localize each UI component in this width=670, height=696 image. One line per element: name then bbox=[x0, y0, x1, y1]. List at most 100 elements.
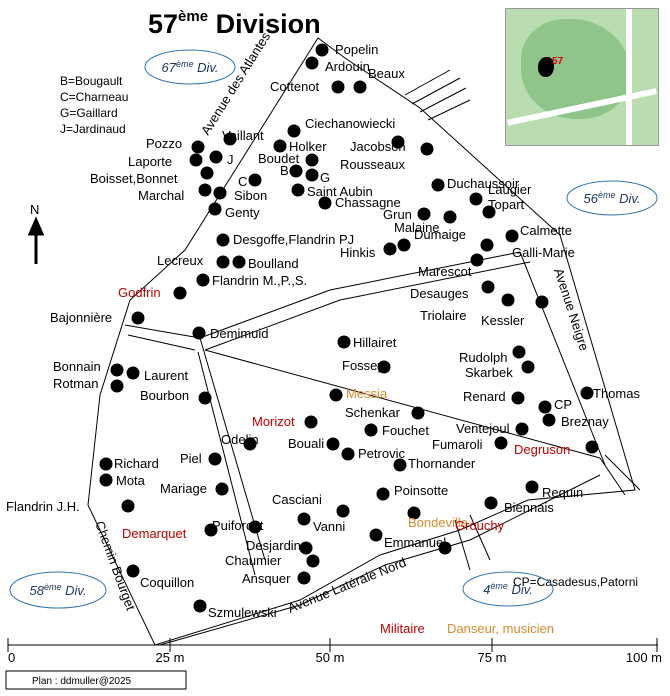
grave-label: Fumaroli bbox=[432, 437, 483, 452]
grave-label: Schenkar bbox=[345, 405, 401, 420]
grave-dot bbox=[273, 139, 287, 153]
grave-dot bbox=[417, 207, 431, 221]
grave-label: Richard bbox=[114, 456, 159, 471]
grave-dot bbox=[538, 400, 552, 414]
grave-dot bbox=[248, 173, 262, 187]
grave-label: Demarquet bbox=[122, 526, 187, 541]
grave-label: Dumaige bbox=[414, 227, 466, 242]
grave-label: Laurent bbox=[144, 368, 188, 383]
grave-label: Casciani bbox=[272, 492, 322, 507]
grave-dot bbox=[192, 326, 206, 340]
grave-dot bbox=[204, 523, 218, 537]
grave-label: Petrovic bbox=[358, 446, 405, 461]
grave-dot bbox=[243, 437, 257, 451]
grave-label: Duchaussoir bbox=[447, 176, 520, 191]
neighbor-division-ellipse bbox=[462, 571, 554, 607]
division-location-marker bbox=[538, 57, 554, 77]
grave-label: Bouali bbox=[288, 436, 324, 451]
grave-dot bbox=[191, 140, 205, 154]
grave-dot bbox=[196, 273, 210, 287]
grave-label: Saint Aubin bbox=[307, 184, 373, 199]
grave-label: Bondeville bbox=[408, 515, 468, 530]
grave-dot bbox=[289, 164, 303, 178]
grave-dot bbox=[299, 541, 313, 555]
road-label: Avenue Neigre bbox=[551, 266, 592, 352]
grave-dot bbox=[291, 183, 305, 197]
grave-label: Vanni bbox=[313, 519, 345, 534]
grave-label: Boulland bbox=[248, 256, 299, 271]
grave-dot bbox=[131, 311, 145, 325]
grave-label: Biennais bbox=[504, 500, 554, 515]
grave-dot bbox=[521, 360, 535, 374]
grave-dot bbox=[306, 554, 320, 568]
neighbor-division-ellipse bbox=[9, 571, 107, 609]
grave-label: Boudet bbox=[258, 151, 300, 166]
north-label: N bbox=[30, 202, 39, 217]
neighbor-division-label: 56ème Div. bbox=[583, 190, 640, 206]
grave-label: Hinkis bbox=[340, 245, 376, 260]
road-label: Avenue des Atlantes bbox=[198, 29, 274, 138]
grave-dot bbox=[482, 205, 496, 219]
grave-label: Laugier bbox=[488, 182, 532, 197]
grave-label: Mota bbox=[116, 473, 146, 488]
grave-label: Lecreux bbox=[157, 253, 204, 268]
grave-label: Cottenot bbox=[270, 79, 320, 94]
grave-dot bbox=[469, 192, 483, 206]
grave-dot bbox=[193, 599, 207, 613]
neighbor-division-ellipse bbox=[144, 49, 236, 85]
grave-dot bbox=[542, 413, 556, 427]
grave-dot bbox=[304, 415, 318, 429]
credit-box bbox=[5, 670, 187, 690]
grave-dot bbox=[397, 238, 411, 252]
grave-dot bbox=[99, 457, 113, 471]
grave-dot bbox=[248, 520, 262, 534]
grave-label: Galli-Marie bbox=[512, 245, 575, 260]
grave-label: Calmette bbox=[520, 223, 572, 238]
grave-label: Poinsotte bbox=[394, 483, 448, 498]
grave-dot bbox=[341, 447, 355, 461]
grave-label: J bbox=[227, 152, 234, 167]
grave-dot bbox=[305, 56, 319, 70]
grave-dot bbox=[110, 379, 124, 393]
grave-label: Degruson bbox=[514, 442, 570, 457]
page-title: 57ème Division bbox=[148, 8, 321, 39]
inset-division-number: 57 bbox=[552, 56, 564, 67]
grave-label: Marescot bbox=[418, 264, 472, 279]
grave-dot bbox=[215, 482, 229, 496]
grave-dot bbox=[173, 286, 187, 300]
grave-label: Pozzo bbox=[146, 136, 182, 151]
grave-label: Desgoffe,Flandrin PJ bbox=[233, 232, 354, 247]
grave-dot bbox=[287, 124, 301, 138]
scale-tick-label: 25 m bbox=[156, 650, 185, 665]
grave-dot bbox=[305, 153, 319, 167]
grave-label: Bourbon bbox=[140, 388, 189, 403]
grave-dot bbox=[198, 391, 212, 405]
grave-label: Flandrin J.H. bbox=[6, 499, 80, 514]
grave-dot bbox=[580, 386, 594, 400]
grave-dot bbox=[480, 238, 494, 252]
grave-dot bbox=[391, 135, 405, 149]
grave-dot bbox=[110, 363, 124, 377]
grave-dot bbox=[121, 499, 135, 513]
grave-dot bbox=[431, 178, 445, 192]
grave-dot bbox=[305, 168, 319, 182]
neighbor-division-label: 67ème Div. bbox=[161, 59, 218, 75]
grave-dot bbox=[213, 186, 227, 200]
grave-label: Malaine bbox=[394, 220, 440, 235]
grave-label: Grun bbox=[383, 207, 412, 222]
grave-dot bbox=[377, 360, 391, 374]
grave-label: Ciechanowiecki bbox=[305, 116, 395, 131]
grave-dot bbox=[315, 43, 329, 57]
grave-dot bbox=[535, 295, 549, 309]
grave-dot bbox=[383, 242, 397, 256]
grave-label: Renard bbox=[463, 389, 506, 404]
grave-dot bbox=[208, 202, 222, 216]
grave-label: Desauges bbox=[410, 286, 469, 301]
grave-label: Fossey bbox=[342, 358, 384, 373]
abbreviation-legend-item: B=Bougault bbox=[60, 74, 123, 88]
grave-label: Ardouin bbox=[325, 59, 370, 74]
grave-label: Breznay bbox=[561, 414, 609, 429]
grave-label: Requin bbox=[542, 485, 583, 500]
grave-dot bbox=[216, 233, 230, 247]
